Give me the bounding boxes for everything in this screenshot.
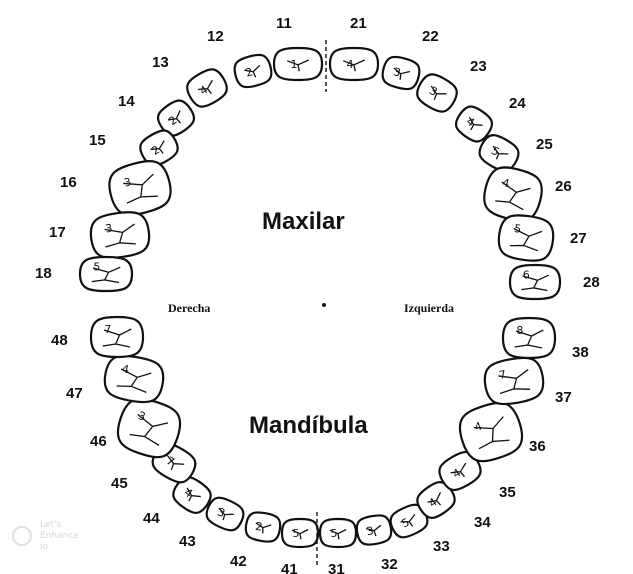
tooth-34-label: 34: [474, 514, 491, 531]
tooth-23-label: 23: [470, 58, 487, 75]
tooth-23[interactable]: 3: [413, 70, 462, 117]
tooth-38-inner-number: 8: [516, 324, 523, 337]
tooth-18-outline: [80, 257, 132, 291]
tooth-32[interactable]: 3: [355, 513, 393, 546]
tooth-42-label: 42: [230, 553, 247, 570]
tooth-12-label: 12: [207, 28, 224, 45]
watermark-line-1: Let's: [40, 520, 61, 530]
tooth-18-inner-number: 5: [93, 261, 100, 274]
tooth-22[interactable]: 3: [380, 54, 423, 92]
tooth-22-label: 22: [422, 28, 439, 45]
tooth-41-inner-number: 5: [293, 527, 300, 540]
tooth-21-outline: [330, 48, 378, 80]
tooth-48-label: 48: [51, 332, 68, 349]
tooth-16[interactable]: 3: [105, 156, 176, 220]
tooth-16-label: 16: [60, 174, 77, 191]
tooth-42[interactable]: 2: [244, 510, 282, 543]
tooth-37[interactable]: 7: [482, 354, 547, 407]
tooth-37-outline: [482, 354, 547, 407]
tooth-11-outline: [274, 48, 322, 80]
tooth-45-label: 45: [111, 475, 128, 492]
tooth-37-label: 37: [555, 389, 572, 406]
watermark-line-2: Enhance: [40, 531, 79, 541]
tooth-32-label: 32: [381, 556, 398, 573]
tooth-26-label: 26: [555, 178, 572, 195]
tooth-38-label: 38: [572, 344, 589, 361]
tooth-15-label: 15: [89, 132, 106, 149]
tooth-17[interactable]: 3: [88, 209, 152, 261]
tooth-22-outline: [380, 54, 423, 92]
tooth-47[interactable]: 4: [102, 352, 167, 405]
tooth-27-outline: [496, 212, 556, 263]
tooth-27-label: 27: [570, 230, 587, 247]
tooth-12-outline: [232, 52, 275, 90]
tooth-13[interactable]: 4: [183, 65, 232, 112]
tooth-13-outline: [183, 65, 232, 112]
tooth-27[interactable]: 5: [496, 212, 556, 263]
tooth-21[interactable]: 4: [330, 48, 378, 80]
tooth-11-inner-number: 1: [291, 58, 298, 71]
tooth-28-inner-number: 6: [523, 269, 530, 282]
tooth-11[interactable]: 1: [274, 48, 322, 80]
tooth-48[interactable]: 7: [91, 317, 143, 357]
tooth-38[interactable]: 8: [503, 318, 555, 358]
tooth-47-outline: [102, 352, 167, 405]
tooth-18[interactable]: 5: [80, 257, 132, 291]
tooth-24-label: 24: [509, 95, 526, 112]
tooth-13-label: 13: [152, 54, 169, 71]
mandibula-title: Mandíbula: [249, 412, 368, 439]
tooth-31-inner-number: 5: [331, 527, 338, 540]
tooth-46-label: 46: [90, 433, 107, 450]
tooth-21-label: 21: [350, 15, 367, 32]
tooth-36-label: 36: [529, 438, 546, 455]
tooth-12[interactable]: 2: [232, 52, 275, 90]
tooth-41[interactable]: 5: [282, 519, 318, 547]
tooth-17-label: 17: [49, 224, 66, 241]
tooth-11-label: 11: [276, 15, 292, 32]
watermark-line-3: io: [40, 542, 49, 552]
derecha-label: Derecha: [168, 301, 210, 315]
tooth-23-outline: [413, 70, 462, 117]
tooth-31-label: 31: [328, 561, 345, 574]
tooth-41-label: 41: [281, 561, 298, 574]
tooth-38-outline: [503, 318, 555, 358]
tooth-43-label: 43: [179, 533, 196, 550]
tooth-48-inner-number: 7: [104, 323, 111, 336]
tooth-17-outline: [88, 209, 152, 261]
tooth-28-label: 28: [583, 274, 600, 291]
tooth-28-outline: [510, 265, 560, 299]
tooth-21-inner-number: 4: [347, 58, 354, 71]
tooth-25-label: 25: [536, 136, 553, 153]
tooth-47-label: 47: [66, 385, 83, 402]
tooth-16-outline: [105, 156, 176, 220]
tooth-28[interactable]: 6: [510, 265, 560, 299]
tooth-14-label: 14: [118, 93, 135, 110]
tooth-48-outline: [91, 317, 143, 357]
izquierda-label: Izquierda: [404, 301, 454, 315]
tooth-35-label: 35: [499, 484, 516, 501]
tooth-18-label: 18: [35, 265, 52, 282]
maxilar-title: Maxilar: [262, 208, 345, 235]
tooth-44-label: 44: [143, 510, 160, 527]
watermark: Let's Enhance io: [13, 520, 79, 552]
tooth-33-label: 33: [433, 538, 450, 555]
tooth-31[interactable]: 5: [320, 519, 356, 547]
teeth-layer: 1112124132142153163175184213223234245254…: [35, 15, 600, 574]
center-dot: [322, 303, 326, 307]
